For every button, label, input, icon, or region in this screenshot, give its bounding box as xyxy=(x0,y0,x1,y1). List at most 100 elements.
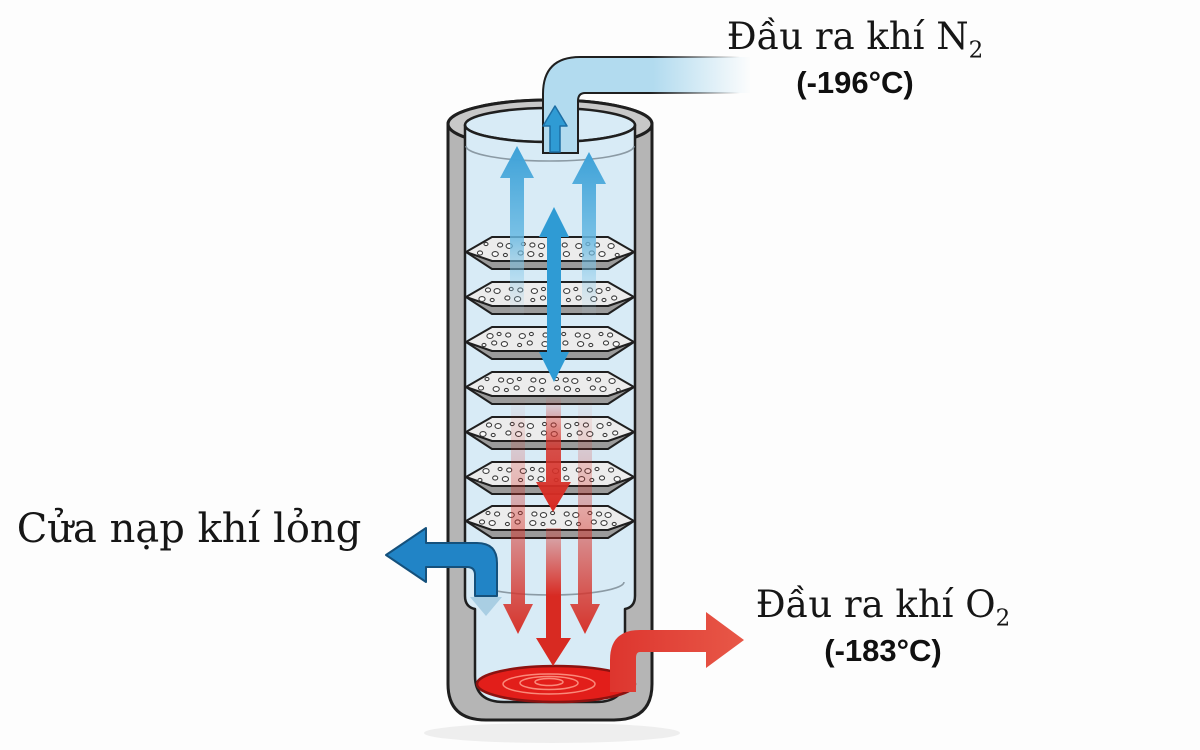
tray-hole xyxy=(575,387,581,393)
tray-hole xyxy=(601,297,607,303)
tray-hole xyxy=(527,475,534,481)
tray-hole xyxy=(588,342,594,348)
tray-hole xyxy=(491,340,498,346)
tray-hole xyxy=(575,295,582,301)
tray-hole xyxy=(504,521,510,527)
tray-hole xyxy=(528,385,536,393)
tray-hole xyxy=(566,432,572,438)
tray-hole xyxy=(498,377,505,383)
o2-outlet-pipe-arrow xyxy=(610,612,744,692)
o2-descending-streak-right xyxy=(570,395,600,634)
tray-hole xyxy=(606,332,614,338)
tray-hole xyxy=(590,519,597,525)
tray-hole xyxy=(481,342,487,348)
tray-hole xyxy=(492,385,500,393)
tray-hole xyxy=(563,385,572,393)
tray-hole xyxy=(484,376,490,382)
tray-hole xyxy=(478,519,486,525)
tray-hole xyxy=(604,511,612,519)
tray-hole xyxy=(550,510,556,516)
tray-hole xyxy=(565,297,571,303)
tray-hole xyxy=(611,521,617,527)
feed-inlet-pipe-arrow xyxy=(385,527,498,597)
tray-hole xyxy=(598,331,604,337)
tray-hole xyxy=(497,242,504,248)
tray-hole xyxy=(538,252,544,258)
n2-outlet-temp: (-196°C) xyxy=(796,64,914,100)
tray-hole xyxy=(576,340,585,348)
tray-hole xyxy=(598,475,606,481)
tray-hole xyxy=(485,510,491,516)
tray-hole xyxy=(573,286,579,292)
tray-hole xyxy=(564,422,572,430)
tray-hole xyxy=(500,340,509,348)
o2-descending-arrow-center-upper xyxy=(536,395,571,512)
tray-hole xyxy=(501,475,510,483)
tray-hole xyxy=(612,430,619,436)
tray-hole xyxy=(476,250,484,256)
o2-descending-streak-left xyxy=(503,395,533,634)
tray-hole xyxy=(488,519,496,527)
tray-hole xyxy=(526,422,535,430)
tray-hole xyxy=(482,467,490,475)
tray-hole xyxy=(562,250,571,258)
tray-hole xyxy=(489,297,495,303)
tray-hole xyxy=(478,295,486,303)
tray-hole xyxy=(502,252,508,258)
tray-hole xyxy=(492,475,499,481)
tray-hole xyxy=(563,511,570,517)
tray-hole xyxy=(505,332,512,338)
tray-hole xyxy=(613,475,621,483)
tray-hole xyxy=(490,432,496,438)
tray-hole xyxy=(595,511,603,517)
tray-hole xyxy=(484,287,492,293)
tray-hole xyxy=(513,385,520,391)
tray-hole xyxy=(607,467,615,473)
n2-outlet-pipe xyxy=(542,56,751,154)
tray-hole xyxy=(574,332,581,338)
tray-hole xyxy=(602,340,610,346)
tray-hole xyxy=(561,242,568,248)
o2-outlet-temp: (-183°C) xyxy=(824,632,942,668)
tray-hole xyxy=(529,466,535,472)
tray-hole xyxy=(606,421,612,427)
tray-hole xyxy=(563,287,571,295)
tray-hole xyxy=(583,332,591,340)
tray-hole xyxy=(493,287,501,295)
n2-rising-arrow-right xyxy=(572,152,606,318)
tray-hole xyxy=(530,287,539,295)
tray-hole xyxy=(538,467,545,473)
tray-hole xyxy=(503,387,509,393)
tray-hole xyxy=(607,242,615,250)
tray-hole xyxy=(529,242,536,248)
tray-hole xyxy=(526,340,533,346)
tray-hole xyxy=(531,511,538,517)
tray-hole xyxy=(529,519,537,527)
vessel-shadow xyxy=(424,723,680,743)
tray-hole xyxy=(611,295,618,301)
tray-hole xyxy=(605,286,611,292)
tray-hole xyxy=(483,241,489,247)
o2-outlet-label-group: Đầu ra khí O2 (-183°C) xyxy=(718,583,1048,669)
tray-hole xyxy=(614,252,620,258)
tray-hole xyxy=(530,377,537,383)
n2-outlet-label-group: Đầu ra khí N2 (-196°C) xyxy=(690,15,1020,101)
tray-hole xyxy=(477,385,485,391)
tray-hole xyxy=(491,250,499,258)
tray-hole xyxy=(598,250,606,258)
tray-hole xyxy=(485,422,493,428)
tray-hole xyxy=(612,340,620,348)
tray-plate xyxy=(465,371,635,397)
feed-inlet-label: Cửa nạp khí lỏng xyxy=(16,506,362,552)
o2-subscript: 2 xyxy=(995,605,1011,632)
tray-hole xyxy=(479,430,487,438)
n2-rising-arrow-left xyxy=(500,146,534,318)
tray-hole xyxy=(477,477,483,483)
tray-hole xyxy=(537,242,546,250)
tray-hole xyxy=(540,430,548,436)
tray-hole xyxy=(539,295,547,301)
tray-hole xyxy=(530,297,536,303)
n2-flow-arrow-in-pipe xyxy=(542,105,568,153)
upper-surface-line xyxy=(465,145,635,162)
tray-hole xyxy=(554,385,561,391)
